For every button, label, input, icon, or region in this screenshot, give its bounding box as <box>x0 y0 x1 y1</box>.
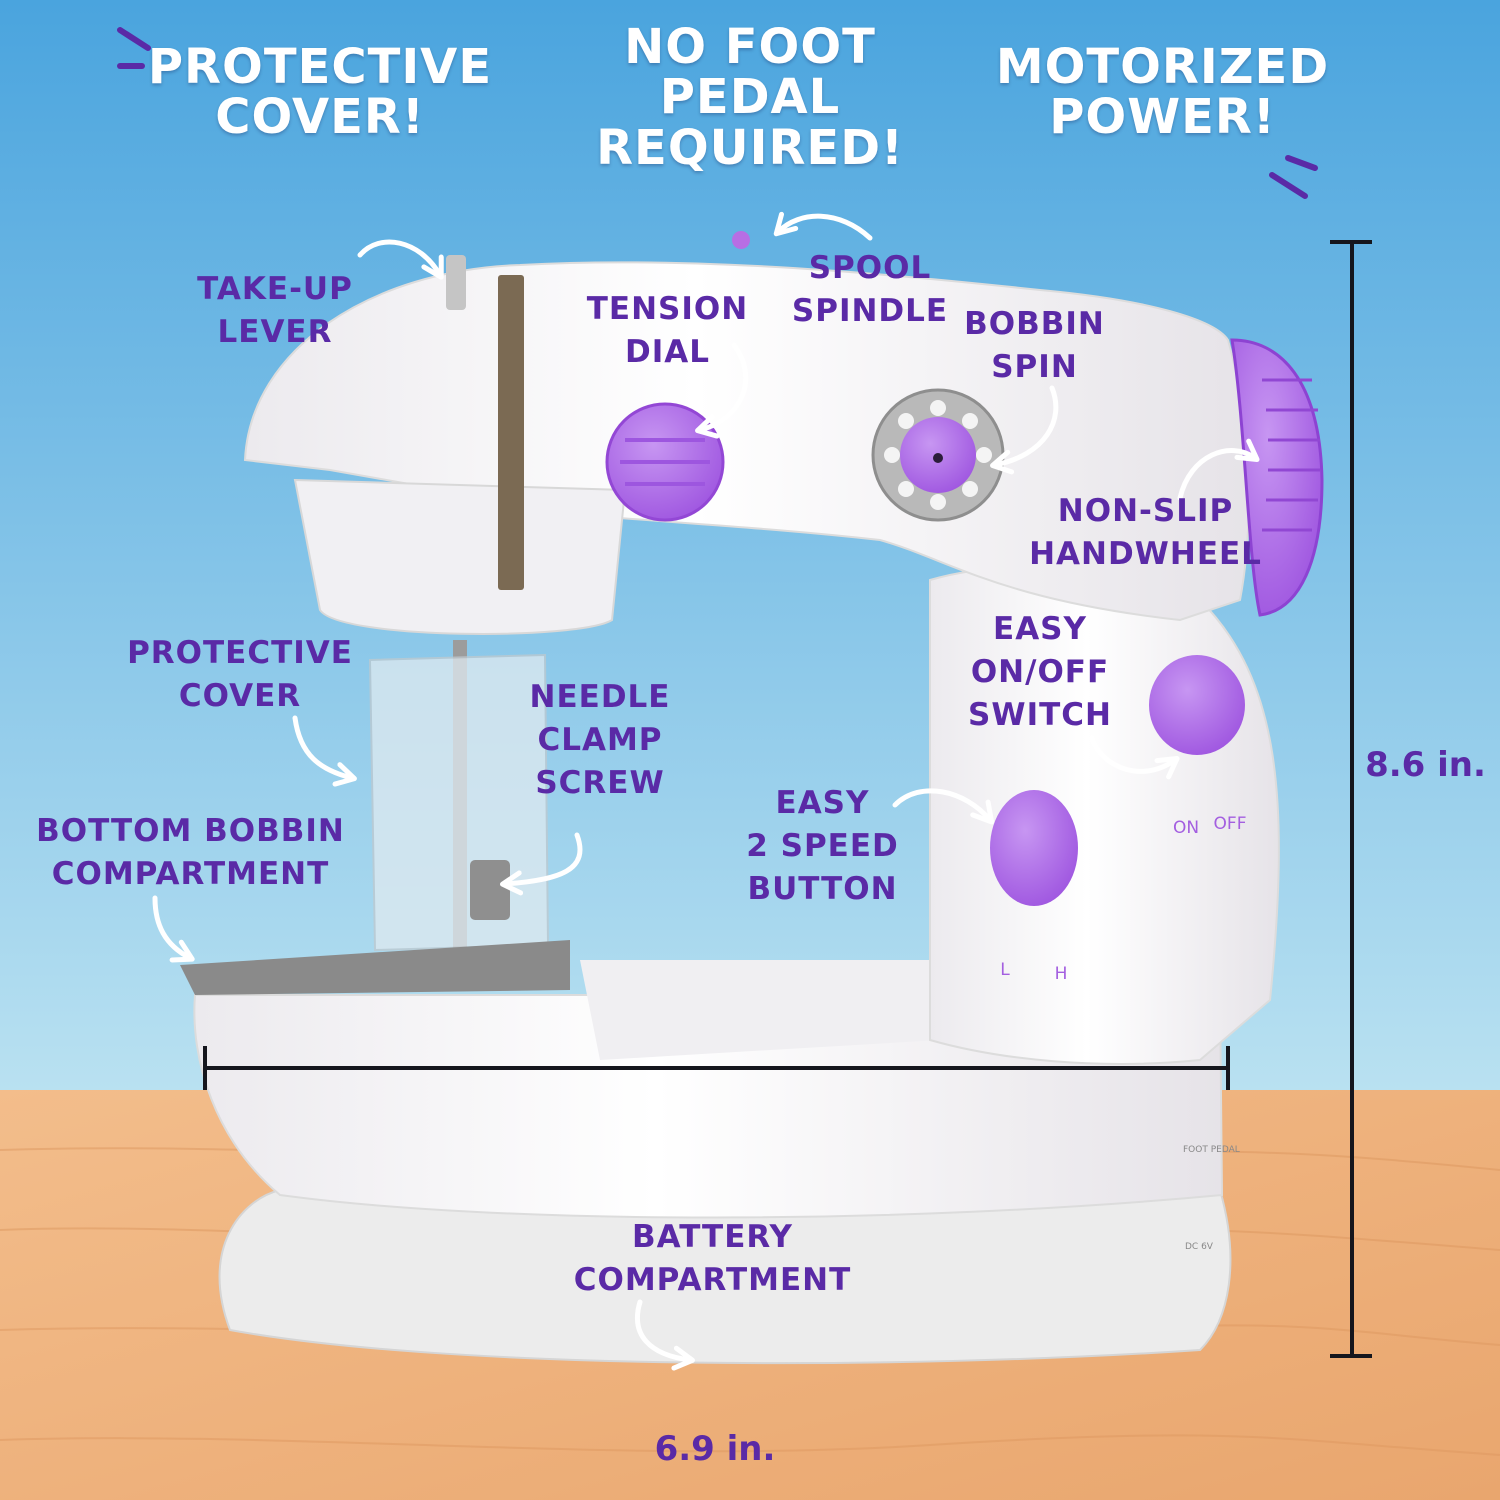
label-line: EASY <box>775 785 870 821</box>
label-line: NON-SLIP <box>1057 493 1234 529</box>
on-off-switch <box>1149 655 1245 755</box>
label-protective-cover: PROTECTIVE COVER <box>115 632 365 718</box>
headline-no-foot-pedal: NO FOOT PEDAL REQUIRED! <box>575 19 925 176</box>
label-line: TENSION <box>586 291 749 327</box>
machine-arm <box>243 261 1250 622</box>
high-speed-marking: H <box>1054 964 1068 984</box>
label-non-slip-handwheel: NON-SLIP HANDWHEEL <box>1018 490 1273 576</box>
label-line: COMPARTMENT <box>573 1261 852 1298</box>
label-line: SPIN <box>991 348 1078 385</box>
label-line: BUTTON <box>747 870 898 907</box>
label-line: BOTTOM BOBBIN <box>36 813 345 849</box>
label-line: 2 SPEED <box>746 827 899 864</box>
label-line: BATTERY <box>631 1219 794 1255</box>
headline-line: COVER! <box>215 89 425 146</box>
label-line: SWITCH <box>968 696 1112 733</box>
label-take-up-lever: TAKE-UP LEVER <box>170 268 380 354</box>
label-line: CLAMP <box>537 721 663 758</box>
label-line: PROTECTIVE <box>127 635 353 671</box>
label-line: ON/OFF <box>970 653 1110 690</box>
label-bobbin-spin: BOBBIN SPIN <box>952 303 1117 389</box>
machine-base <box>193 960 1232 1365</box>
label-easy-on-off-switch: EASY ON/OFF SWITCH <box>955 608 1125 736</box>
take-up-lever <box>498 275 524 590</box>
headline-line: NO FOOT <box>624 19 876 75</box>
on-marking: ON <box>1172 818 1200 838</box>
headline-line: PEDAL <box>659 69 841 126</box>
headline-line: REQUIRED! <box>596 119 904 176</box>
headline-motorized-power: MOTORIZED POWER! <box>985 42 1340 143</box>
curved-arrow-icon <box>152 211 1260 1371</box>
label-line: TAKE-UP <box>197 271 353 307</box>
speed-button <box>990 790 1078 906</box>
label-line: COMPARTMENT <box>51 855 330 892</box>
label-tension-dial: TENSION DIAL <box>570 288 765 374</box>
label-line: HANDWHEEL <box>1029 535 1262 572</box>
headline-protective-cover: PROTECTIVE COVER! <box>135 42 505 143</box>
sparkle-dash-icon <box>117 27 1318 199</box>
label-spool-spindle: SPOOL SPINDLE <box>780 247 960 333</box>
label-line: BOBBIN <box>964 306 1105 342</box>
label-line: LEVER <box>217 313 333 350</box>
label-line: SPOOL <box>808 250 932 286</box>
foot-pedal-marking: FOOT PEDAL <box>1183 1145 1240 1155</box>
dc-in-marking: DC 6V <box>1185 1242 1213 1252</box>
height-dimension-line <box>1330 240 1372 1358</box>
width-dimension-line <box>203 1046 1230 1090</box>
label-line: EASY <box>993 611 1087 647</box>
height-dimension-label: 8.6 in. <box>1365 745 1486 785</box>
headline-line: PROTECTIVE <box>147 39 493 95</box>
width-dimension-label: 6.9 in. <box>654 1429 776 1469</box>
needle-head <box>293 478 627 635</box>
label-line: NEEDLE <box>529 679 671 715</box>
low-speed-marking: L <box>1000 960 1010 980</box>
needle-plate <box>180 940 570 995</box>
label-line: DIAL <box>624 333 710 370</box>
headline-line: POWER! <box>1049 89 1276 146</box>
headline-line: MOTORIZED <box>995 39 1330 95</box>
label-line: COVER <box>178 677 302 714</box>
label-bottom-bobbin-compartment: BOTTOM BOBBIN COMPARTMENT <box>28 810 353 896</box>
label-needle-clamp-screw: NEEDLE CLAMP SCREW <box>520 676 680 804</box>
label-line: SPINDLE <box>791 292 949 329</box>
label-easy-2-speed-button: EASY 2 SPEED BUTTON <box>735 782 910 910</box>
label-battery-compartment: BATTERY COMPARTMENT <box>565 1216 860 1302</box>
off-marking: OFF <box>1213 814 1247 834</box>
label-line: SCREW <box>535 764 665 801</box>
